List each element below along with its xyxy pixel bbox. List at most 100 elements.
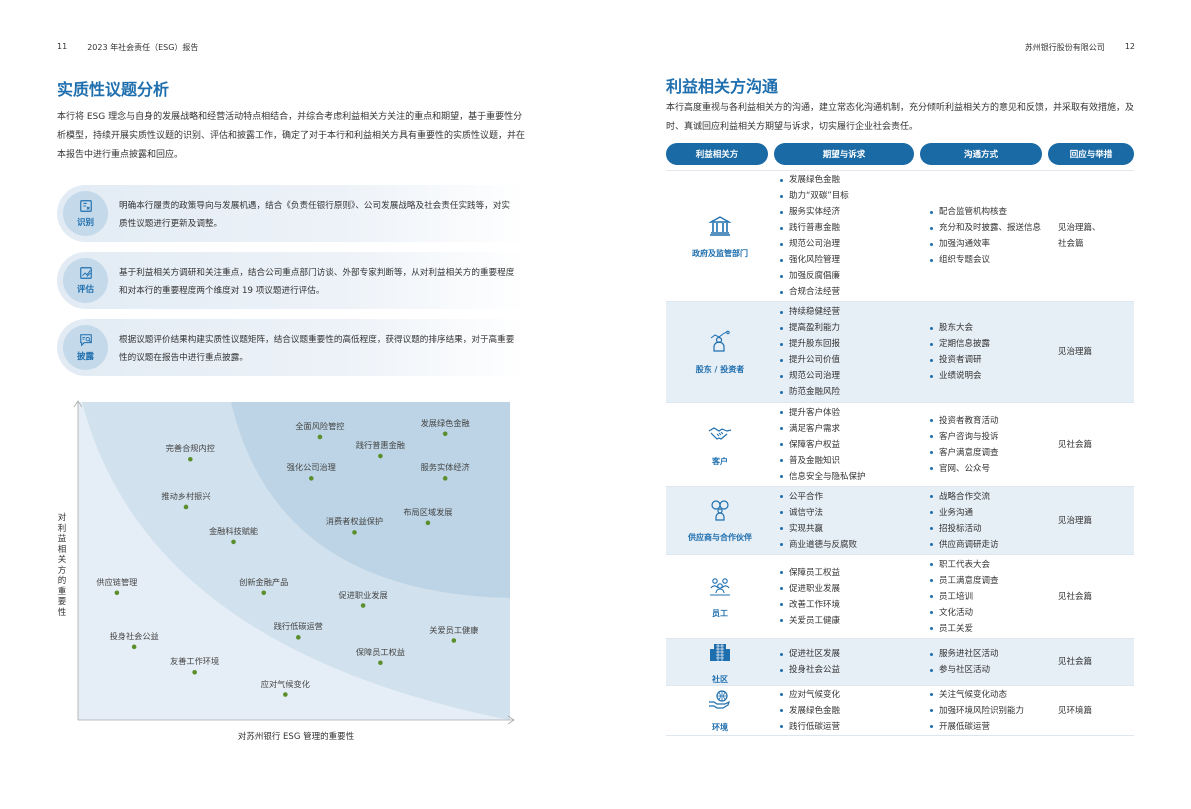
channels-cell: 配合监管机构核查充分和及时披露、报送信息加强沟通效率组织专题会议 (922, 204, 1058, 268)
channels-cell: 战略合作交流业务沟通招投标活动供应商调研走访 (922, 489, 1058, 553)
expectations-cell-list: 应对气候变化发展绿色金融践行低碳运营 (778, 687, 922, 735)
expectations-cell-list: 公平合作诚信守法实现共赢商业道德与反腐败 (778, 489, 922, 553)
data-point (451, 638, 457, 643)
data-point-label: 投身社会公益 (109, 630, 159, 641)
expectations-cell: 应对气候变化发展绿色金融践行低碳运营 (774, 687, 922, 735)
channels-cell-list: 投资者教育活动客户咨询与投诉客户满意度调查官网、公众号 (928, 413, 1058, 477)
channels-cell-list: 股东大会定期信息披露投资者调研业绩说明会 (928, 320, 1058, 384)
list-item: 招投标活动 (928, 521, 1058, 537)
stakeholder-cell: 客户 (666, 422, 774, 467)
header-stakeholder: 利益相关方 (666, 143, 768, 165)
table-row: 政府及监管部门 发展绿色金融助力“双碳”目标服务实体经济践行普惠金融规范公司治理强… (666, 171, 1134, 302)
expectations-cell-list: 提升客户体验满足客户需求保障客户权益普及金融知识信息安全与隐私保护 (778, 405, 922, 485)
list-item: 参与社区活动 (928, 662, 1058, 678)
stakeholder-name: 社区 (712, 674, 728, 684)
list-item: 供应商调研走访 (928, 537, 1058, 553)
step-badge: 披露 (63, 325, 108, 370)
channels-cell: 服务进社区活动参与社区活动 (922, 646, 1058, 678)
data-point (442, 476, 448, 481)
list-item: 客户满意度调查 (928, 445, 1058, 461)
expectations-cell: 发展绿色金融助力“双碳”目标服务实体经济践行普惠金融规范公司治理强化风险管理加强… (774, 172, 922, 300)
stakeholder-cell: 环境 (666, 688, 774, 733)
data-point (317, 434, 323, 440)
response-cell: 见治理篇 (1058, 515, 1093, 526)
stakeholder-name: 环境 (712, 723, 728, 732)
step-text: 基于利益相关方调研和关注重点，结合公司重点部门访谈、外部专家判断等，从对利益相关… (119, 268, 515, 296)
data-point-label: 践行低碳运营 (273, 621, 323, 632)
intro-paragraph: 本行高度重视与各利益相关方的沟通，建立常态化沟通机制，充分倾听利益相关方的意见和… (666, 103, 1135, 132)
stakeholder-name: 供应商与合作伙伴 (688, 533, 752, 542)
list-item: 规范公司治理 (778, 368, 922, 384)
response-cell: 见治理篇 (1058, 347, 1093, 357)
list-item: 应对气候变化 (778, 687, 922, 703)
employees-icon (708, 574, 732, 602)
list-item: 加强沟通效率 (928, 236, 1058, 252)
list-item: 商业道德与反腐败 (778, 537, 922, 553)
list-item: 公平合作 (778, 489, 922, 505)
data-point-label: 消费者权益保护 (325, 516, 384, 527)
expectations-cell-list: 持续稳健经营提高盈利能力提升股东回报提升公司价值规范公司治理防范金融风险 (778, 304, 922, 400)
expectations-cell-list: 促进社区发展投身社会公益 (778, 646, 922, 678)
list-item: 组织专题会议 (928, 252, 1058, 268)
data-point-label: 保障员工权益 (355, 646, 405, 657)
expectations-cell: 保障员工权益促进职业发展改善工作环境关爱员工健康 (774, 565, 922, 629)
step-card-identify: 识别 明确本行履责的政策导向与发展机遇，结合《负责任银行原则》、公司发展战略及社… (57, 185, 527, 242)
channels-cell-list: 关注气候变化动态加强环境风险识别能力开展低碳运营 (928, 687, 1058, 735)
step-badge: 评估 (63, 258, 108, 303)
channels-cell: 投资者教育活动客户咨询与投诉客户满意度调查官网、公众号 (922, 413, 1058, 477)
evaluate-icon (79, 267, 92, 279)
list-item: 保障员工权益 (778, 565, 922, 581)
table-row: 环境 应对气候变化发展绿色金融践行低碳运营关注气候变化动态加强环境风险识别能力开展… (666, 686, 1134, 736)
stakeholder-cell: 供应商与合作伙伴 (666, 498, 774, 543)
data-point (131, 644, 137, 650)
partners-group-icon (708, 498, 732, 526)
y-axis-label: 对利益相关方的重要性 (57, 513, 67, 618)
table-header: 利益相关方 期望与诉求 沟通方式 回应与举措 (666, 143, 1134, 165)
channels-cell-list: 战略合作交流业务沟通招投标活动供应商调研走访 (928, 489, 1058, 553)
x-axis-label: 对苏州银行 ESG 管理的重要性 (237, 732, 355, 742)
expectations-cell-list: 保障员工权益促进职业发展改善工作环境关爱员工健康 (778, 565, 922, 629)
report-title: 2023 年社会责任（ESG）报告 (87, 43, 199, 52)
stakeholder-name: 员工 (712, 609, 728, 618)
data-point-label: 完善合规内控 (165, 443, 215, 454)
list-item: 合规合法经营 (778, 284, 922, 300)
stakeholder-name: 政府及监管部门 (692, 248, 748, 258)
list-item: 充分和及时披露、报送信息 (928, 220, 1058, 236)
list-item: 持续稳健经营 (778, 304, 922, 320)
list-item: 投资者调研 (928, 352, 1058, 368)
list-item: 战略合作交流 (928, 489, 1058, 505)
list-item: 股东大会 (928, 320, 1058, 336)
table-body: 政府及监管部门 发展绿色金融助力“双碳”目标服务实体经济践行普惠金融规范公司治理强… (666, 170, 1134, 736)
list-item: 关爱员工健康 (778, 613, 922, 629)
stakeholder-cell: 股东 / 投资者 (666, 330, 774, 375)
header-expectations: 期望与诉求 (774, 143, 914, 165)
list-item: 践行低碳运营 (778, 719, 922, 735)
channels-cell-list: 职工代表大会员工满意度调查员工培训文化活动员工关爱 (928, 557, 1058, 637)
list-item: 诚信守法 (778, 505, 922, 521)
identify-icon (79, 200, 92, 212)
list-item: 官网、公众号 (928, 461, 1058, 477)
table-row: 社区促进社区发展投身社会公益服务进社区活动参与社区活动见社会篇 (666, 639, 1134, 686)
list-item: 助力“双碳”目标 (778, 188, 922, 204)
page-number: 11 (57, 42, 68, 51)
expectations-cell-list: 发展绿色金融助力“双碳”目标服务实体经济践行普惠金融规范公司治理强化风险管理加强… (778, 172, 922, 300)
list-item: 规范公司治理 (778, 236, 922, 252)
zone-high (231, 402, 510, 598)
data-point (360, 603, 366, 608)
left-page: 11 2023 年社会责任（ESG）报告 实质性议题分析 本行将 ESG 理念与… (0, 0, 595, 809)
list-item: 发展绿色金融 (778, 172, 922, 188)
data-point-label: 全面风险管控 (295, 420, 345, 431)
data-point (296, 635, 301, 640)
list-item: 信息安全与隐私保护 (778, 469, 922, 485)
data-point-label: 强化公司治理 (286, 462, 336, 473)
header-channels: 沟通方式 (920, 143, 1042, 165)
response-cell: 见治理篇、社会篇 (1058, 223, 1101, 249)
table-row: 供应商与合作伙伴 公平合作诚信守法实现共赢商业道德与反腐败战略合作交流业务沟通招投… (666, 487, 1134, 555)
list-item: 关注气候变化动态 (928, 687, 1058, 703)
list-item: 文化活动 (928, 605, 1058, 621)
channels-cell-list: 服务进社区活动参与社区活动 (928, 646, 1058, 678)
list-item: 客户咨询与投诉 (928, 429, 1058, 445)
investor-growth-icon (708, 330, 732, 358)
list-item: 防范金融风险 (778, 384, 922, 400)
list-item: 服务进社区活动 (928, 646, 1058, 662)
